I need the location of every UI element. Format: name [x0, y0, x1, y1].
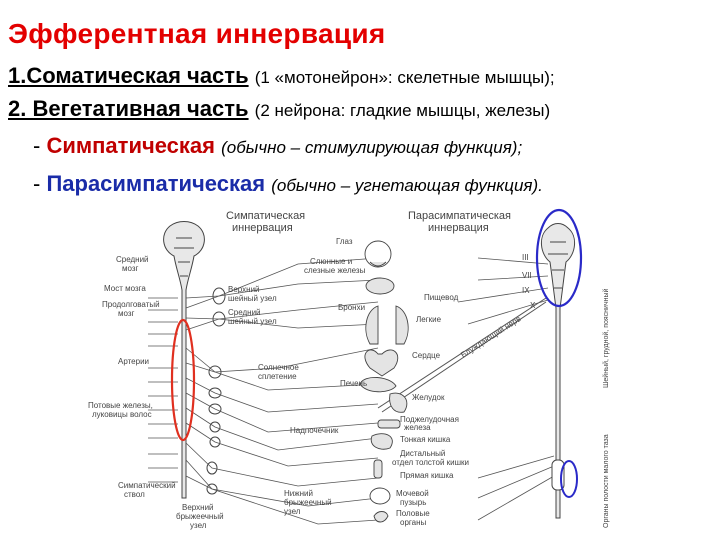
sympathetic-label: Симпатическая	[46, 133, 215, 158]
parasympathetic-label: Парасимпатическая	[46, 171, 266, 196]
right-side-label: Органы полости малого таза	[603, 434, 610, 528]
red-highlight-oval	[170, 318, 196, 442]
g-label-2: Средний	[228, 308, 261, 317]
o-label-11: Тонкая кишка	[400, 435, 451, 444]
g-label-4: Солнечное	[258, 363, 299, 372]
o-label-4: Пищевод	[424, 293, 459, 302]
parasympathetic-dash: -	[33, 171, 41, 196]
sympathetic-line: - Симпатическая (обычно – стимулирующая …	[33, 133, 522, 159]
l-label-8: Симпатический	[118, 481, 176, 490]
organ-icons	[359, 240, 409, 523]
l-label-5: Артерии	[118, 357, 149, 366]
l-label-4: мозг	[118, 309, 135, 318]
l-label-9: ствол	[124, 490, 145, 499]
o-label-0: Глаз	[336, 237, 353, 246]
g-label-1: шейный узел	[228, 294, 277, 303]
sympathetic-note: (обычно – стимулирующая функция);	[221, 138, 523, 157]
sym-header-line2: иннервация	[232, 222, 293, 234]
right-top-label: Шейный, грудной, поясничный	[602, 289, 610, 388]
vagus-nerve-label: Блуждающий нерв	[459, 314, 522, 360]
o-label-16: пузырь	[400, 498, 426, 507]
blue-highlight-oval-top	[535, 208, 583, 308]
para-header-line1: Парасимпатическая	[408, 210, 511, 222]
l-label-3: Продолговатый	[102, 300, 160, 309]
l-label-2: Мост мозга	[104, 284, 146, 293]
l-label-1: мозг	[122, 264, 139, 273]
wiring-lines	[148, 257, 555, 525]
cranial-X: X	[530, 301, 536, 310]
somatic-line: 1.Соматическая часть (1 «мотонейрон»: ск…	[8, 63, 555, 89]
o-label-18: органы	[400, 518, 427, 527]
l-label-0: Средний	[116, 255, 149, 264]
l-label-6: Потовые железы,	[88, 401, 153, 410]
l-label-10: Верхний	[182, 503, 214, 512]
innervation-diagram: Симпатическая иннервация Парасимпатическ…	[88, 208, 610, 530]
cranial-VII: VII	[522, 271, 532, 280]
parasympathetic-line: - Парасимпатическая (обычно – угнетающая…	[33, 171, 543, 197]
right-brainstem	[541, 223, 575, 519]
sympathetic-dash: -	[33, 133, 41, 158]
o-label-9: Поджелудочная	[400, 415, 459, 424]
blue-highlight-oval-bottom	[560, 460, 578, 498]
o-label-7: Печень	[340, 379, 367, 388]
autonomic-label: 2. Вегетативная часть	[8, 96, 249, 121]
somatic-note: (1 «мотонейрон»: скелетные мышцы);	[254, 68, 555, 87]
autonomic-line: 2. Вегетативная часть (2 нейрона: гладки…	[8, 96, 550, 122]
o-label-3: Бронхи	[338, 303, 365, 312]
autonomic-note: (2 нейрона: гладкие мышцы, железы)	[254, 101, 551, 120]
g-label-7: Нижний	[284, 489, 313, 498]
o-label-12: Дистальный	[400, 449, 445, 458]
g-label-0: Верхний	[228, 285, 260, 294]
g-label-3: шейный узел	[228, 317, 277, 326]
vagus-nerve	[377, 297, 547, 413]
o-label-15: Мочевой	[396, 489, 429, 498]
l-label-12: узел	[190, 521, 207, 530]
o-label-10: железа	[404, 423, 431, 432]
left-brainstem	[163, 221, 205, 499]
somatic-label: 1.Соматическая часть	[8, 63, 249, 88]
g-label-8: брыжеечный	[284, 498, 332, 507]
sym-header-line1: Симпатическая	[226, 210, 305, 222]
o-label-13: отдел толстой кишки	[392, 458, 469, 467]
para-header-line2: иннервация	[428, 222, 489, 234]
l-label-11: брыжеечный	[176, 512, 224, 521]
cranial-III: III	[522, 253, 529, 262]
parasympathetic-note: (обычно – угнетающая функция).	[271, 176, 543, 195]
o-label-17: Половые	[396, 509, 430, 518]
o-label-8: Желудок	[412, 393, 445, 402]
o-label-2: слезные железы	[304, 266, 366, 275]
o-label-6: Сердце	[412, 351, 441, 360]
l-label-7: луковицы волос	[92, 410, 152, 419]
page-title: Эфферентная иннервация	[8, 18, 386, 49]
o-label-5: Легкие	[416, 315, 442, 324]
g-label-6: Надпочечник	[290, 426, 339, 435]
g-label-5: сплетение	[258, 372, 297, 381]
cranial-IX: IX	[522, 286, 530, 295]
o-label-1: Слюнные и	[310, 257, 352, 266]
g-label-9: узел	[284, 507, 301, 516]
o-label-14: Прямая кишка	[400, 471, 454, 480]
